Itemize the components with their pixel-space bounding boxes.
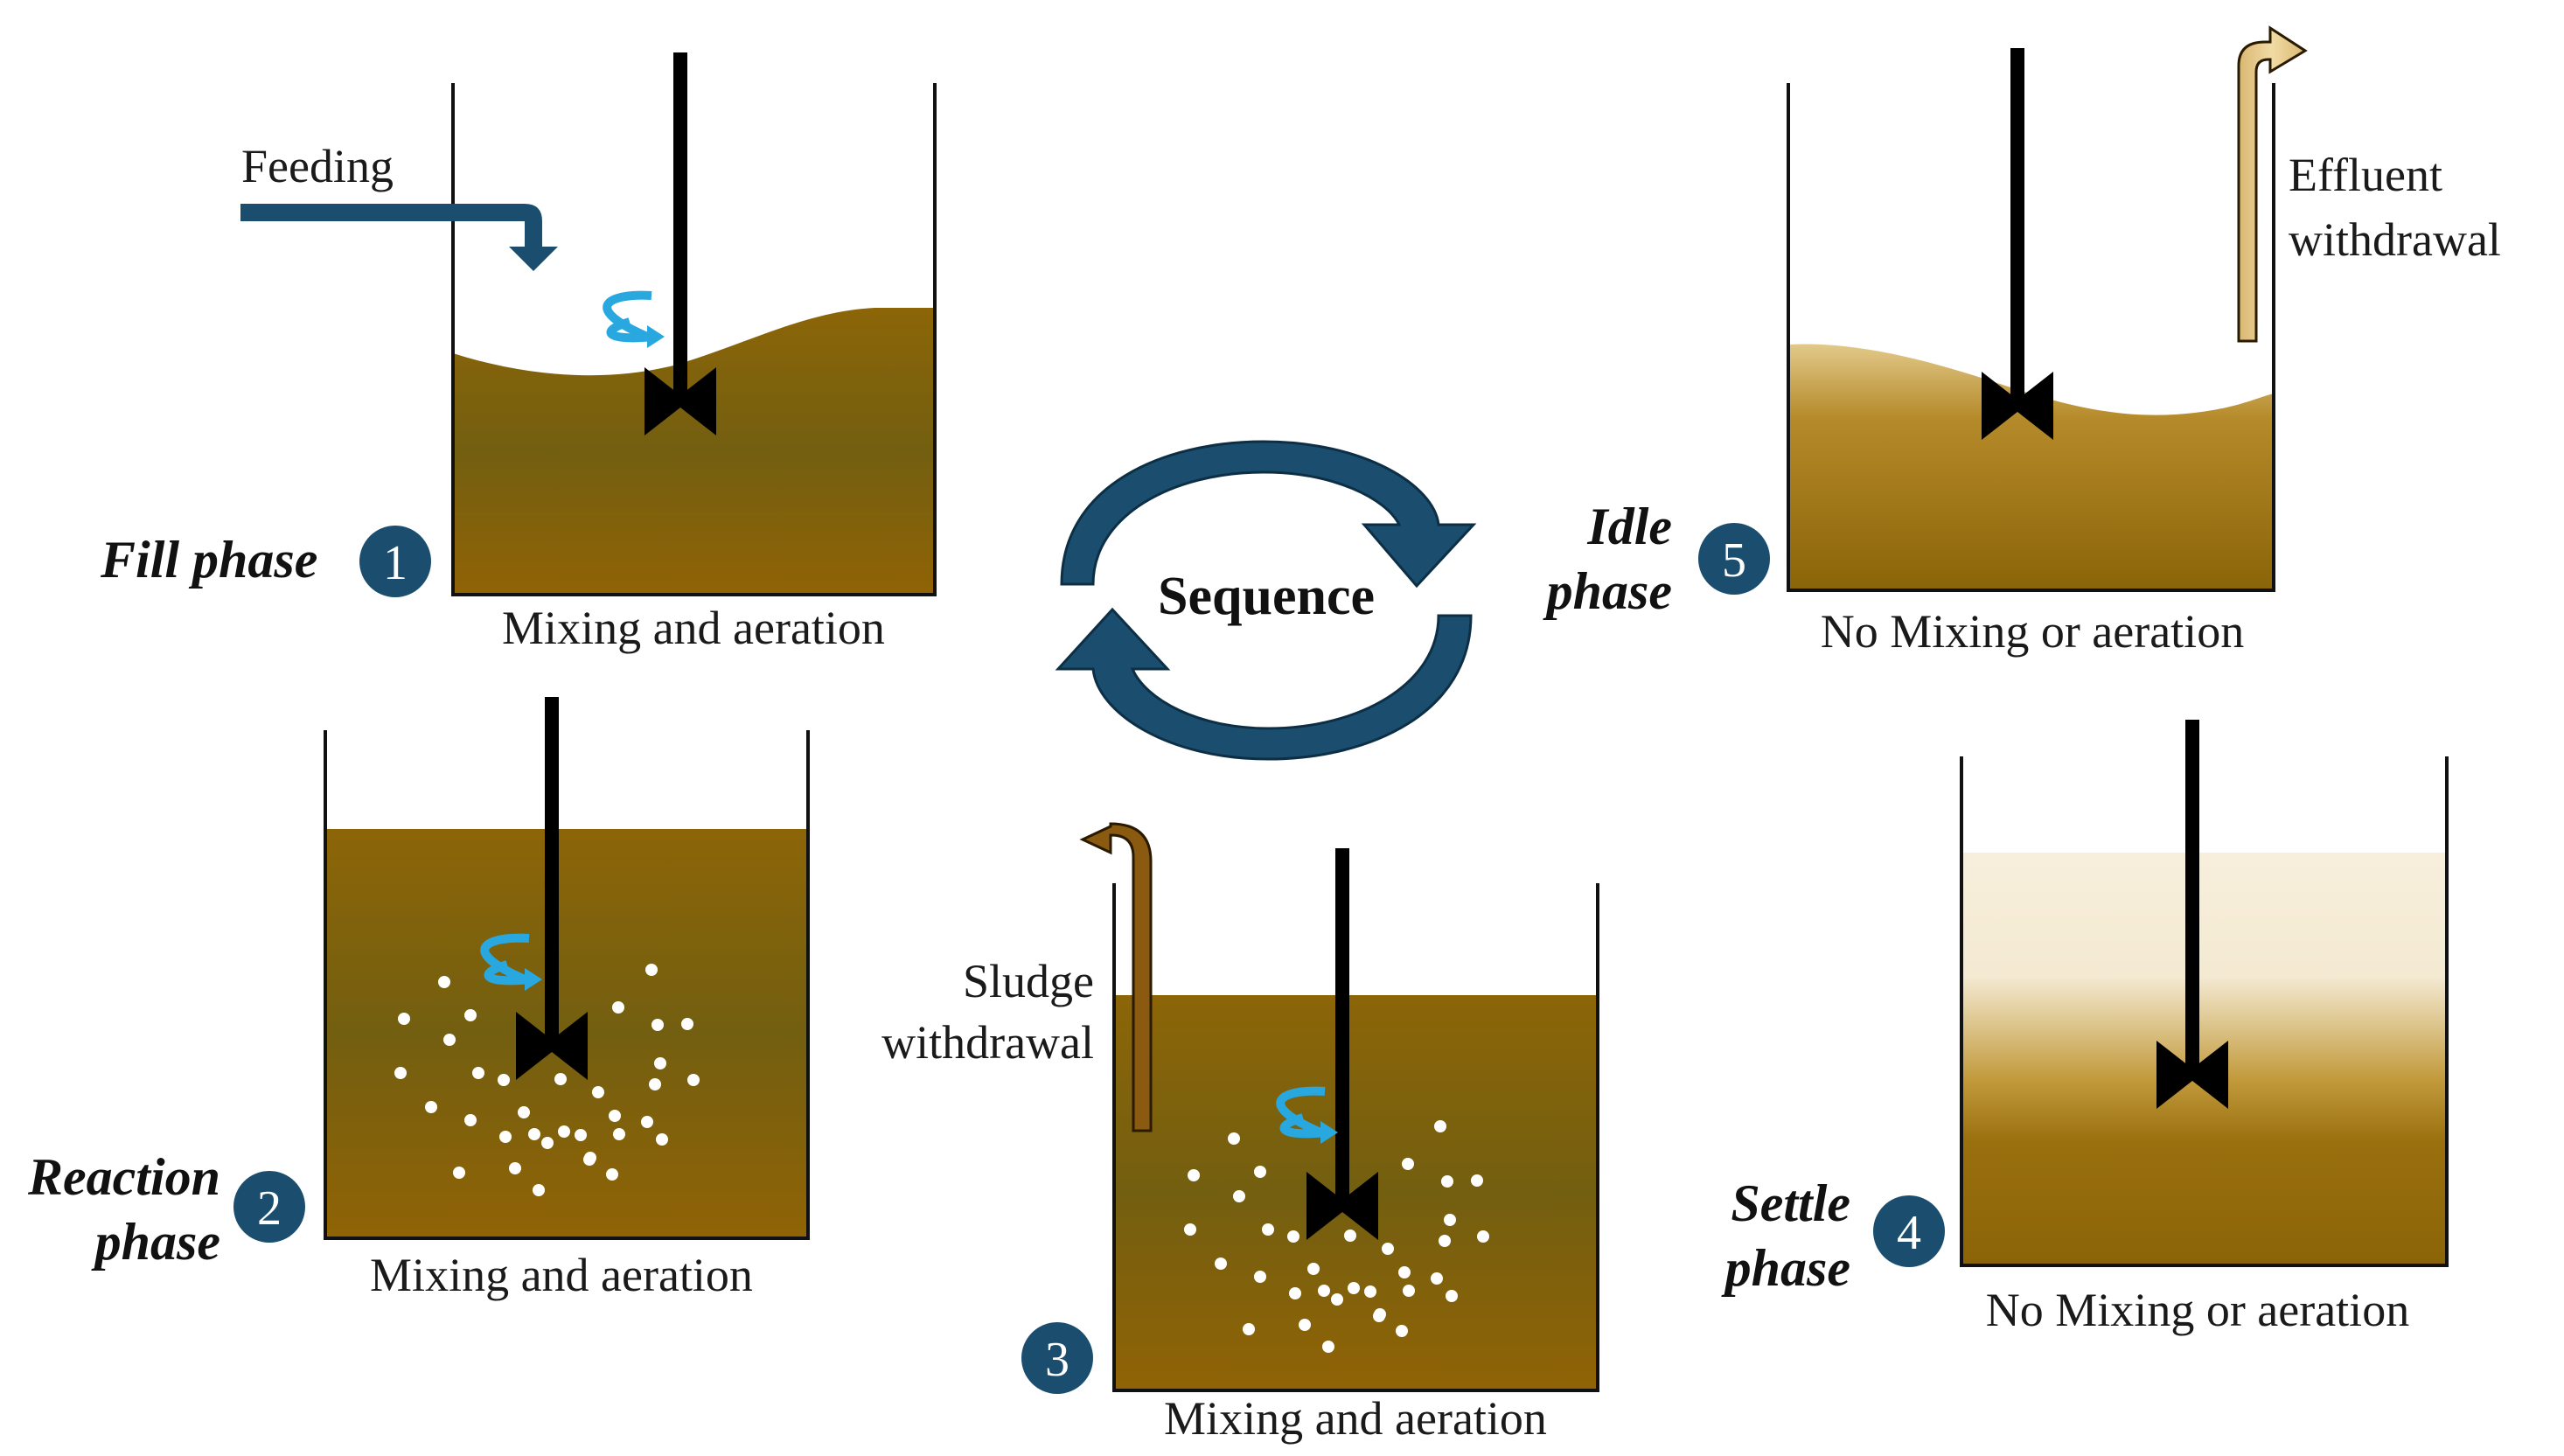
tank1-liquid [453,308,935,595]
tank2-mixer-shaft [545,697,559,1047]
tank-fill-phase [240,52,937,596]
idle-phase-label-line2: phase [1543,562,1672,620]
tank1-rotation-icon [603,290,652,343]
fill-phase-label: Fill phase [100,531,317,589]
tank1-caption: Mixing and aeration [502,602,885,654]
tank4-wall [1960,756,2449,1267]
badge-1: 1 [359,526,431,597]
tank3-wall [1112,883,1599,1392]
svg-text:3: 3 [1045,1333,1069,1387]
tank5-wall [1787,83,2275,592]
sequence-cycle: Sequence [1055,440,1477,761]
feeding-pipe-icon [240,204,558,271]
tank4-impeller-icon [2156,1041,2228,1109]
badge-4: 4 [1873,1195,1945,1267]
badge-5: 5 [1698,523,1770,595]
svg-text:2: 2 [257,1181,282,1236]
tank-reaction-phase [324,697,810,1240]
tank3-impeller-icon [1306,1172,1378,1240]
tank3-rotation-arrowhead-icon [1320,1121,1338,1144]
settle-phase-label-line2: phase [1721,1239,1850,1297]
sludge-pipe-icon [1079,822,1153,1132]
tank3-mixer-shaft [1335,848,1349,1207]
reaction-phase-label-line2: phase [91,1213,220,1271]
cycle-arrow-bottom-icon [1055,607,1473,761]
tank1-rotation-arrowhead-icon [647,325,665,348]
feeding-label: Feeding [241,140,394,192]
tank3-aeration-bubbles [1184,1120,1489,1353]
badge-2: 2 [233,1171,305,1243]
tank4-caption: No Mixing or aeration [1986,1284,2409,1336]
tank5-caption: No Mixing or aeration [1821,605,2244,658]
tank5-mixer-shaft [2010,48,2024,407]
tank3-caption: Mixing and aeration [1164,1392,1547,1445]
tank2-aeration-bubbles [394,964,700,1196]
reaction-phase-label-line1: Reaction [27,1148,220,1206]
tank-sludge-withdrawal [1079,822,1599,1392]
sludge-label-line1: Sludge [963,955,1094,1007]
tank5-impeller-icon [1982,372,2053,440]
effluent-label-line1: Effluent [2289,149,2442,201]
sequence-label: Sequence [1158,567,1375,626]
tank5-liquid [1788,344,2274,590]
effluent-label-line2: withdrawal [2289,213,2501,266]
svg-text:5: 5 [1722,533,1746,588]
cycle-arrow-top-icon [1060,440,1477,589]
tank3-rotation-icon [1276,1086,1326,1139]
tank2-impeller-icon [516,1012,588,1080]
tank4-liquid [1961,853,2447,1265]
tank-idle-phase [1787,25,2308,592]
tank2-wall [324,730,810,1240]
svg-text:4: 4 [1897,1206,1921,1260]
tank1-mixer-shaft [673,52,687,402]
settle-phase-label-line1: Settle [1731,1174,1850,1232]
badge-3: 3 [1021,1322,1093,1394]
tank2-rotation-arrowhead-icon [525,968,542,991]
tank1-wall [451,83,937,596]
effluent-pipe-icon [2237,25,2308,343]
idle-phase-label-line1: Idle [1586,498,1672,555]
tank-settle-phase [1960,720,2449,1267]
tank1-impeller-icon [644,367,716,435]
svg-text:1: 1 [383,536,408,590]
tank2-caption: Mixing and aeration [370,1249,753,1301]
tank4-mixer-shaft [2185,720,2199,1078]
sludge-label-line2: withdrawal [881,1016,1094,1069]
tank2-rotation-icon [480,933,530,986]
